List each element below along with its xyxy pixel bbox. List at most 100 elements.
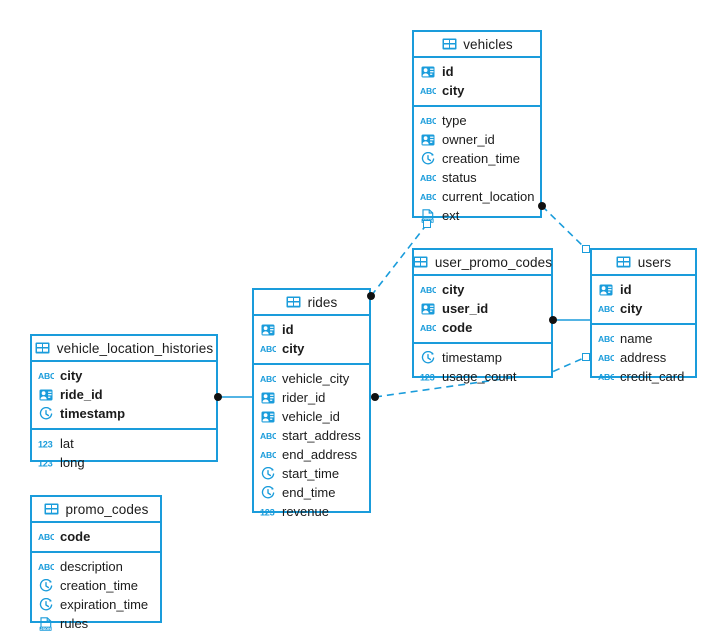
field-expiration_time[interactable]: expiration_time [32, 595, 160, 614]
field-label: city [282, 341, 305, 356]
field-label: owner_id [442, 132, 495, 147]
pk-field-city[interactable]: ABC city [414, 280, 551, 299]
abc-icon: ABC [420, 283, 436, 297]
svg-text:123: 123 [38, 458, 53, 468]
badge-icon [260, 391, 276, 405]
num-icon: 123 [38, 437, 54, 451]
svg-text:ABC: ABC [420, 192, 436, 202]
svg-text:123: 123 [420, 372, 435, 382]
grid-icon [44, 502, 60, 516]
pk-field-timestamp[interactable]: timestamp [32, 404, 216, 423]
field-rules[interactable]: JSON rules [32, 614, 160, 633]
badge-icon [598, 283, 614, 297]
abc-icon: ABC [420, 321, 436, 335]
pk-field-user_id[interactable]: user_id [414, 299, 551, 318]
abc-icon: ABC [260, 342, 276, 356]
field-owner_id[interactable]: owner_id [414, 130, 540, 149]
abc-icon: ABC [598, 370, 614, 384]
relationship-source-dot-marker [549, 316, 557, 324]
pk-field-id[interactable]: id [414, 62, 540, 81]
badge-icon [420, 133, 436, 147]
field-long[interactable]: 123 long [32, 453, 216, 472]
pk-field-city[interactable]: ABC city [254, 339, 369, 358]
table-header-user_promo_codes[interactable]: user_promo_codes [413, 250, 552, 276]
pk-field-ride_id[interactable]: ride_id [32, 385, 216, 404]
field-label: rules [60, 616, 89, 631]
field-status[interactable]: ABC status [414, 168, 540, 187]
clock-icon [260, 466, 276, 481]
field-label: long [60, 455, 85, 470]
field-label: status [442, 170, 477, 185]
field-label: name [620, 331, 653, 346]
field-label: creation_time [442, 151, 521, 166]
json-icon: JSON [38, 616, 54, 631]
svg-text:ABC: ABC [260, 450, 276, 460]
table-header-vehicles[interactable]: vehicles [414, 32, 540, 58]
abc-icon: ABC [260, 429, 276, 443]
table-header-users[interactable]: users [592, 250, 695, 276]
pk-field-code[interactable]: ABC code [414, 318, 551, 337]
field-start_time[interactable]: start_time [254, 464, 369, 483]
field-label: id [620, 282, 632, 297]
pk-field-city[interactable]: ABC city [32, 366, 216, 385]
field-label: city [442, 282, 465, 297]
field-creation_time[interactable]: creation_time [32, 576, 160, 595]
relationship-vehicles-to-users [541, 205, 587, 250]
relationship-source-dot-marker [371, 393, 379, 401]
field-label: description [60, 559, 123, 574]
num-icon: 123 [260, 505, 276, 519]
svg-text:ABC: ABC [260, 344, 276, 354]
field-label: code [442, 320, 473, 335]
field-label: id [442, 64, 454, 79]
field-label: city [60, 368, 83, 383]
svg-text:ABC: ABC [598, 304, 614, 314]
field-label: end_address [282, 447, 358, 462]
abc-icon: ABC [420, 114, 436, 128]
abc-icon: ABC [420, 171, 436, 185]
field-end_address[interactable]: ABC end_address [254, 445, 369, 464]
table-header-vehicle_location_histories[interactable]: vehicle_location_histories [32, 336, 216, 362]
svg-text:ABC: ABC [38, 371, 54, 381]
pk-field-id[interactable]: id [254, 320, 369, 339]
field-label: end_time [282, 485, 336, 500]
field-timestamp[interactable]: timestamp [414, 348, 551, 367]
field-ext[interactable]: JSONext [414, 206, 540, 225]
field-end_time[interactable]: end_time [254, 483, 369, 502]
clock-icon [38, 597, 54, 612]
table-header-rides[interactable]: rides [254, 290, 369, 316]
field-type[interactable]: ABC type [414, 111, 540, 130]
table-header-promo_codes[interactable]: promo_codes [32, 497, 160, 523]
clock-icon [260, 485, 276, 500]
field-creation_time[interactable]: creation_time [414, 149, 540, 168]
num-icon: 123 [420, 370, 436, 384]
field-label: type [442, 113, 467, 128]
pk-field-id[interactable]: id [592, 280, 695, 299]
field-vehicle_id[interactable]: vehicle_id [254, 407, 369, 426]
field-label: id [282, 322, 294, 337]
field-rider_id[interactable]: rider_id [254, 388, 369, 407]
